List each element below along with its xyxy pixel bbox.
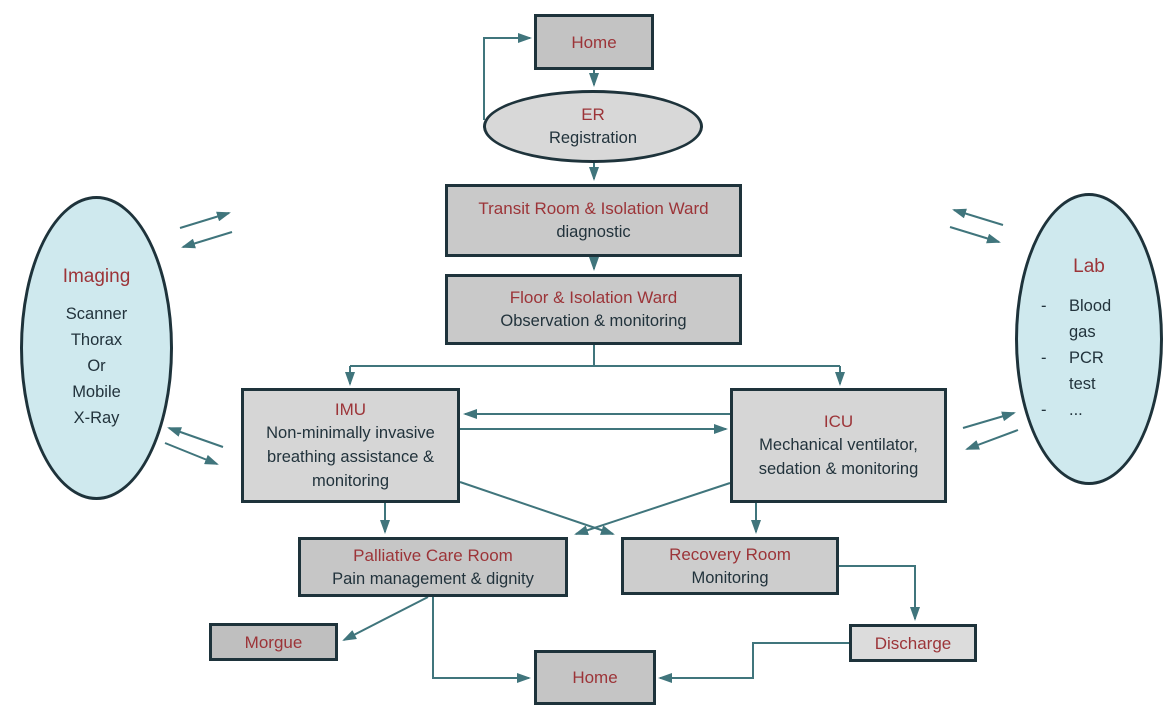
arrow-imu-to-recovery	[459, 481, 615, 535]
node-lab: Lab - Blood gas - PCR test - ...	[1015, 193, 1163, 485]
arrows-lab-icu	[962, 411, 1019, 450]
arrow-transit-to-lab	[949, 226, 1001, 244]
node-subtitle: diagnostic	[556, 223, 631, 241]
arrow-icu-to-palliative	[574, 482, 731, 535]
node-title: Imaging	[62, 266, 131, 287]
node-title: Home	[572, 668, 618, 687]
arrow-icu-to-lab	[962, 411, 1016, 429]
arrow-imaging-to-transit	[179, 211, 231, 229]
node-subtitle: Monitoring	[691, 568, 769, 587]
arrow-transit-to-imaging	[181, 231, 233, 249]
lab-test-label: PCR test	[1069, 349, 1104, 393]
arrow-recovery-to-discharge	[839, 565, 920, 621]
node-title: Lab	[1073, 256, 1105, 277]
arrow-palliative-to-morgue	[342, 596, 429, 641]
arrow-discharge-to-home	[658, 642, 849, 683]
node-title: ER	[581, 105, 605, 124]
node-er-registration: ER Registration	[483, 90, 703, 163]
arrow-er-to-home	[483, 33, 532, 120]
arrow-lab-to-transit	[952, 208, 1004, 226]
lab-test-label: Blood gas	[1069, 297, 1112, 341]
node-transit-room: Transit Room & Isolation Ward diagnostic	[445, 184, 742, 257]
list-item: - PCR test	[1041, 345, 1133, 397]
node-morgue: Morgue	[209, 623, 338, 661]
node-title: Morgue	[244, 632, 303, 652]
node-subtitle: Registration	[548, 129, 638, 147]
node-title: ICU	[823, 412, 854, 431]
arrow-imaging-to-imu	[164, 442, 219, 465]
bullet-dash: -	[1041, 297, 1047, 315]
node-title: IMU	[334, 400, 367, 419]
node-subtitle: Pain management & dignity	[332, 569, 534, 588]
node-title: Floor & Isolation Ward	[509, 288, 678, 307]
node-imu: IMU Non-minimally invasive breathing ass…	[241, 388, 460, 503]
imaging-modalities-list: Scanner Thorax Or Mobile X-Ray	[65, 305, 128, 427]
arrow-lab-to-icu	[965, 429, 1019, 450]
node-discharge: Discharge	[849, 624, 977, 662]
branch-floor-to-imu-icu	[345, 345, 845, 386]
node-home-top: Home	[534, 14, 654, 70]
arrows-imaging-imu	[164, 427, 224, 465]
node-title: Discharge	[874, 633, 952, 653]
node-icu: ICU Mechanical ventilator, sedation & mo…	[730, 388, 947, 503]
node-floor-isolation-ward: Floor & Isolation Ward Observation & mon…	[445, 274, 742, 345]
bullet-dash: -	[1041, 401, 1047, 419]
node-palliative-care-room: Palliative Care Room Pain management & d…	[298, 537, 568, 597]
node-subtitle: Mechanical ventilator, sedation & monito…	[758, 436, 919, 478]
node-home-bottom: Home	[534, 650, 656, 705]
bullet-dash: -	[1041, 349, 1047, 367]
node-recovery-room: Recovery Room Monitoring	[621, 537, 839, 595]
node-title: Palliative Care Room	[353, 545, 513, 565]
node-subtitle: Non-minimally invasive breathing assista…	[266, 424, 435, 490]
lab-test-label: ...	[1069, 401, 1083, 419]
arrows-imaging-transit	[179, 211, 233, 249]
list-item: - ...	[1041, 397, 1133, 423]
node-subtitle: Observation & monitoring	[500, 312, 687, 330]
arrow-imu-to-imaging	[167, 427, 224, 448]
node-imaging: Imaging Scanner Thorax Or Mobile X-Ray	[20, 196, 173, 500]
lab-tests-list: - Blood gas - PCR test - ...	[1041, 293, 1137, 423]
node-title: Recovery Room	[669, 544, 791, 564]
arrows-lab-transit	[949, 208, 1004, 244]
node-title: Home	[571, 32, 617, 52]
list-item: - Blood gas	[1041, 293, 1133, 345]
node-title: Transit Room & Isolation Ward	[478, 199, 709, 218]
arrow-palliative-to-home	[432, 597, 531, 683]
